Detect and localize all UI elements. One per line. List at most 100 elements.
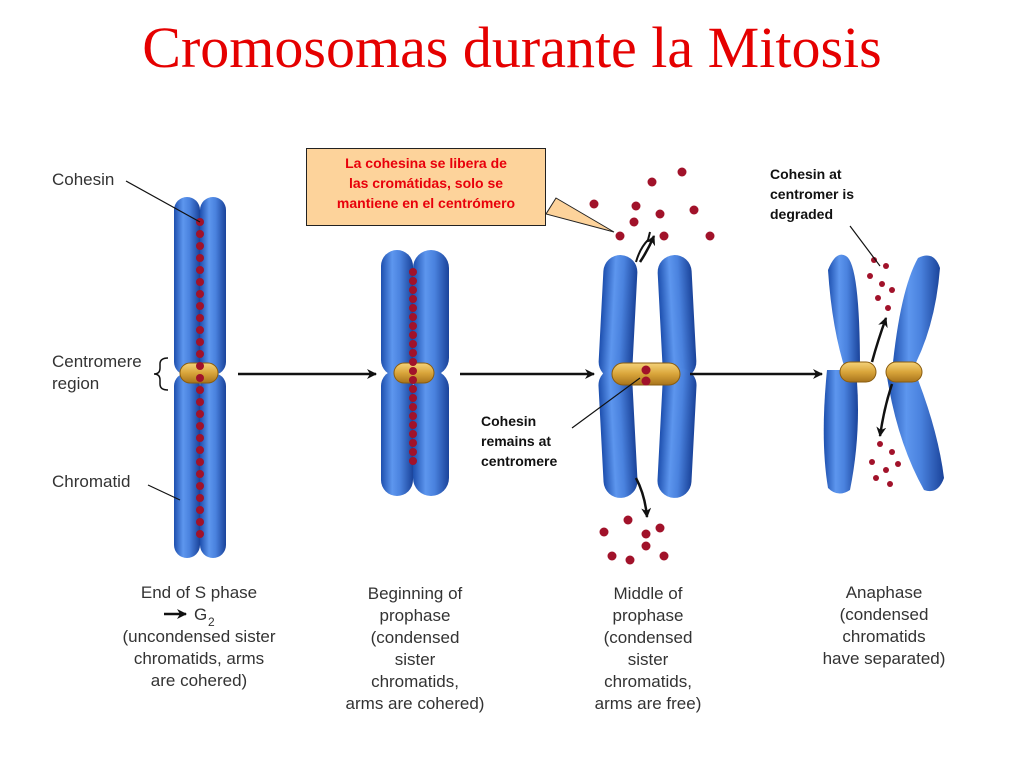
cohesin-dot — [641, 529, 651, 539]
cohesin-label: Cohesin — [52, 170, 114, 189]
cohesin-dot — [599, 527, 609, 537]
cohesin-dot — [655, 523, 665, 533]
chromosome-stage-4 — [823, 254, 944, 494]
cohesin-dot — [655, 209, 665, 219]
caption-4-line-1: Anaphase — [846, 583, 923, 602]
caption-2-line-3: (condensed — [371, 628, 460, 647]
cohesin-dot — [409, 394, 417, 402]
cohesin-dot — [196, 386, 204, 394]
cohesin-dot — [409, 403, 417, 411]
chromosome-stage-3 — [589, 167, 715, 565]
cohesin-dot — [196, 434, 204, 442]
callout-line-3: mantiene en el centrómero — [336, 195, 516, 211]
caption-4-line-3: chromatids — [842, 627, 925, 646]
separation-arrow-up-icon — [870, 317, 888, 363]
cohesin-dot — [196, 482, 204, 490]
cohesin-dot — [196, 494, 204, 502]
cohesin-leader-line — [125, 180, 201, 223]
caption-3-line-3: (condensed — [604, 628, 693, 647]
caption-stage-2: Beginning of prophase (condensed sister … — [346, 584, 485, 713]
cohesin-dot — [196, 362, 204, 370]
caption-stage-3: Middle of prophase (condensed sister chr… — [595, 584, 702, 713]
cohesin-degraded-line-2: centromer is — [770, 186, 854, 202]
caption-2-line-4: sister — [395, 650, 436, 669]
caption-3-line-1: Middle of — [614, 584, 683, 603]
cohesin-dot — [677, 167, 687, 177]
cohesin-dot — [196, 230, 204, 238]
cohesin-dot — [589, 199, 599, 209]
chromosome-stage-2 — [381, 250, 449, 496]
cohesin-degraded-line-3: degraded — [770, 206, 833, 222]
cohesin-dot — [883, 263, 889, 269]
cohesin-dots-stage-1 — [196, 218, 204, 538]
cohesin-dot — [196, 530, 204, 538]
callout-box — [306, 148, 546, 226]
cohesin-dot — [615, 231, 625, 241]
cohesin-dot — [409, 331, 417, 339]
cohesin-dot — [409, 376, 417, 384]
cohesin-dot — [409, 295, 417, 303]
release-arrow-down-icon — [634, 477, 652, 518]
callout-text: La cohesina se libera de las cromátidas,… — [306, 153, 546, 213]
cohesin-dot — [873, 475, 879, 481]
cohesin-dot — [641, 541, 651, 551]
caption-1-line-1: End of S phase — [141, 583, 257, 602]
cohesin-dot — [196, 398, 204, 406]
caption-1-line-4: chromatids, arms — [134, 649, 264, 668]
cohesin-dot — [871, 257, 877, 263]
cohesin-remains-line-1: Cohesin — [481, 413, 536, 429]
caption-2-line-6: arms are cohered) — [346, 694, 485, 713]
chromosome-stage-1 — [174, 197, 226, 558]
cohesin-dot — [895, 461, 901, 467]
cohesin-dot — [875, 295, 881, 301]
released-cohesin-bottom — [599, 515, 669, 565]
page-title: Cromosomas durante la Mitosis — [142, 15, 882, 80]
caption-1-line-2: G — [194, 605, 207, 624]
cohesin-dot — [879, 281, 885, 287]
centromere-bracket — [153, 357, 169, 391]
cohesin-dot — [409, 358, 417, 366]
cohesin-dot — [196, 326, 204, 334]
cohesin-dot — [889, 287, 895, 293]
cohesin-dot — [196, 314, 204, 322]
cohesin-dot — [887, 481, 893, 487]
cohesin-dot — [196, 290, 204, 298]
degraded-leader-line — [849, 225, 881, 267]
cohesin-dot — [196, 410, 204, 418]
remains-leader-line — [571, 377, 641, 429]
caption-3-line-4: sister — [628, 650, 669, 669]
cohesin-dot — [877, 441, 883, 447]
caption-4-line-2: (condensed — [840, 605, 929, 624]
cohesin-dot — [625, 555, 635, 565]
separation-arrow-down-icon — [876, 383, 894, 437]
caption-2-line-2: prophase — [380, 606, 451, 625]
cohesin-dot — [409, 439, 417, 447]
cohesin-dot — [196, 302, 204, 310]
cohesin-dot — [409, 412, 417, 420]
cohesin-remains-line-2: remains at — [481, 433, 551, 449]
caption-stage-4: Anaphase (condensed chromatids have sepa… — [823, 583, 946, 668]
cohesin-dot — [409, 277, 417, 285]
released-cohesin-top — [589, 167, 715, 241]
cohesin-dot — [196, 350, 204, 358]
caption-1-line-5: are cohered) — [151, 671, 247, 690]
cohesin-dot — [889, 449, 895, 455]
centromere-label-line-2: region — [52, 374, 99, 393]
caption-3-line-2: prophase — [613, 606, 684, 625]
cohesin-dot — [409, 421, 417, 429]
cohesin-dot — [409, 304, 417, 312]
degraded-cohesin-bottom — [869, 441, 901, 487]
cohesin-dot — [883, 467, 889, 473]
cohesin-dot — [885, 305, 891, 311]
cohesin-dot — [196, 278, 204, 286]
cohesin-dot — [705, 231, 715, 241]
cohesin-dots-stage-2 — [409, 268, 417, 465]
cohesin-dot — [409, 313, 417, 321]
release-arrow-up-icon — [638, 235, 656, 263]
cohesin-degraded-line-1: Cohesin at — [770, 166, 842, 182]
cohesin-dot — [409, 322, 417, 330]
cohesin-dot — [869, 459, 875, 465]
cohesin-dot — [196, 506, 204, 514]
cohesin-dot — [631, 201, 641, 211]
